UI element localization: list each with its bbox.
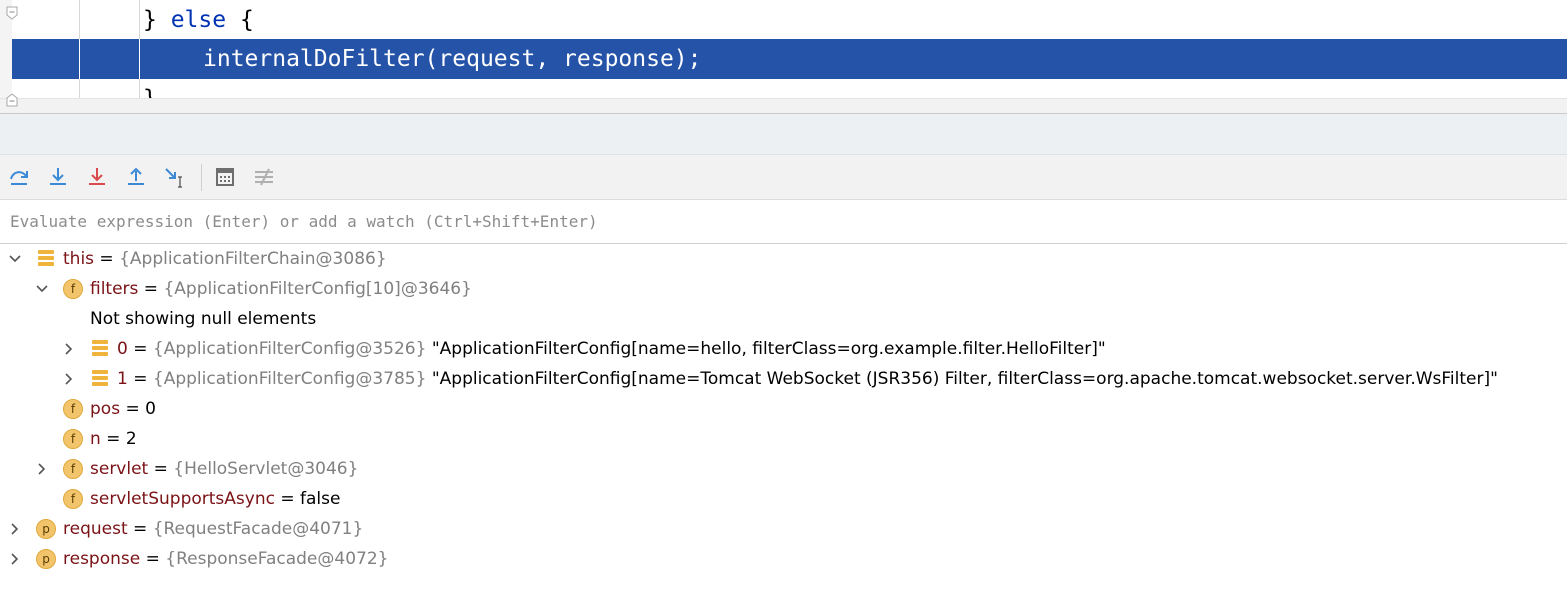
step-over-icon [10,171,28,185]
evaluate-expression-bar [0,200,1567,244]
step-over-button[interactable] [6,164,32,190]
variable-text: pos = 0 [90,399,156,419]
variables-tree: this = {ApplicationFilterChain@3086} f f… [0,244,1567,593]
variable-row-element-1[interactable]: 1 = {ApplicationFilterConfig@3785} "Appl… [0,364,1567,394]
indent-guide [139,39,140,79]
variable-row-this[interactable]: this = {ApplicationFilterChain@3086} [0,244,1567,274]
variable-text: request = {RequestFacade@4071} [63,519,364,539]
code-line-else[interactable]: } else { [0,0,1567,40]
field-icon: f [63,459,83,479]
trace-stream-icon [255,168,273,186]
chevron-right-icon[interactable] [34,461,50,477]
code-line-current-execution[interactable]: internalDoFilter(request, response); [12,39,1567,79]
code-text: } else { [143,7,254,33]
chevron-right-icon[interactable] [7,521,23,537]
parameter-icon: p [36,549,56,569]
force-step-into-icon [89,168,105,185]
variable-row-servlet-supports-async[interactable]: f servletSupportsAsync = false [0,484,1567,514]
force-step-into-button[interactable] [84,164,110,190]
step-out-icon [128,167,144,185]
field-icon: f [63,489,83,509]
step-out-button[interactable] [123,164,149,190]
field-icon: f [63,399,83,419]
trace-stream-button[interactable] [251,164,277,190]
variable-row-element-0[interactable]: 0 = {ApplicationFilterConfig@3526} "Appl… [0,334,1567,364]
editor-horizontal-scrollbar[interactable] [0,93,1567,113]
chevron-right-icon[interactable] [7,551,23,567]
run-to-cursor-button[interactable] [162,164,188,190]
toolbar-separator [201,164,202,191]
variable-row-pos[interactable]: f pos = 0 [0,394,1567,424]
variable-row-n[interactable]: f n = 2 [0,424,1567,454]
field-icon: f [63,429,83,449]
variable-row-request[interactable]: p request = {RequestFacade@4071} [0,514,1567,544]
variable-text: servletSupportsAsync = false [90,489,341,509]
fold-end-icon[interactable] [5,93,19,107]
variable-row-filters[interactable]: f filters = {ApplicationFilterConfig[10]… [0,274,1567,304]
chevron-right-icon[interactable] [61,371,77,387]
code-text: internalDoFilter(request, response); [203,46,702,72]
step-into-button[interactable] [45,164,71,190]
evaluate-expression-button[interactable] [212,164,238,190]
parameter-icon: p [36,519,56,539]
variable-text: filters = {ApplicationFilterConfig[10]@3… [90,279,472,299]
editor-gutter [0,0,12,113]
chevron-down-icon[interactable] [34,281,50,297]
object-icon [38,250,54,268]
indent-guide [79,39,80,79]
variable-text: response = {ResponseFacade@4072} [63,549,389,569]
evaluate-expression-input[interactable] [0,200,1567,243]
step-into-icon [50,168,66,185]
variable-text: 0 = {ApplicationFilterConfig@3526} "Appl… [117,339,1106,359]
variable-text: 1 = {ApplicationFilterConfig@3785} "Appl… [117,369,1498,389]
code-editor[interactable]: } else { internalDoFilter(request, respo… [0,0,1567,113]
field-icon: f [63,279,83,299]
object-icon [92,340,108,358]
variable-text: this = {ApplicationFilterChain@3086} [63,249,387,269]
fold-icon[interactable] [5,6,19,20]
null-elements-note-row: Not showing null elements [0,304,1567,334]
variable-text: servlet = {HelloServlet@3046} [90,459,359,479]
calculator-icon [216,168,234,186]
debugger-toolbar [0,155,1567,200]
chevron-right-icon[interactable] [61,341,77,357]
null-elements-note: Not showing null elements [90,309,317,329]
chevron-down-icon[interactable] [7,251,23,267]
variable-text: n = 2 [90,429,137,449]
panel-splitter[interactable] [0,113,1567,155]
object-icon [92,370,108,388]
variable-row-response[interactable]: p response = {ResponseFacade@4072} [0,544,1567,574]
run-to-cursor-icon [165,168,182,188]
variable-row-servlet[interactable]: f servlet = {HelloServlet@3046} [0,454,1567,484]
